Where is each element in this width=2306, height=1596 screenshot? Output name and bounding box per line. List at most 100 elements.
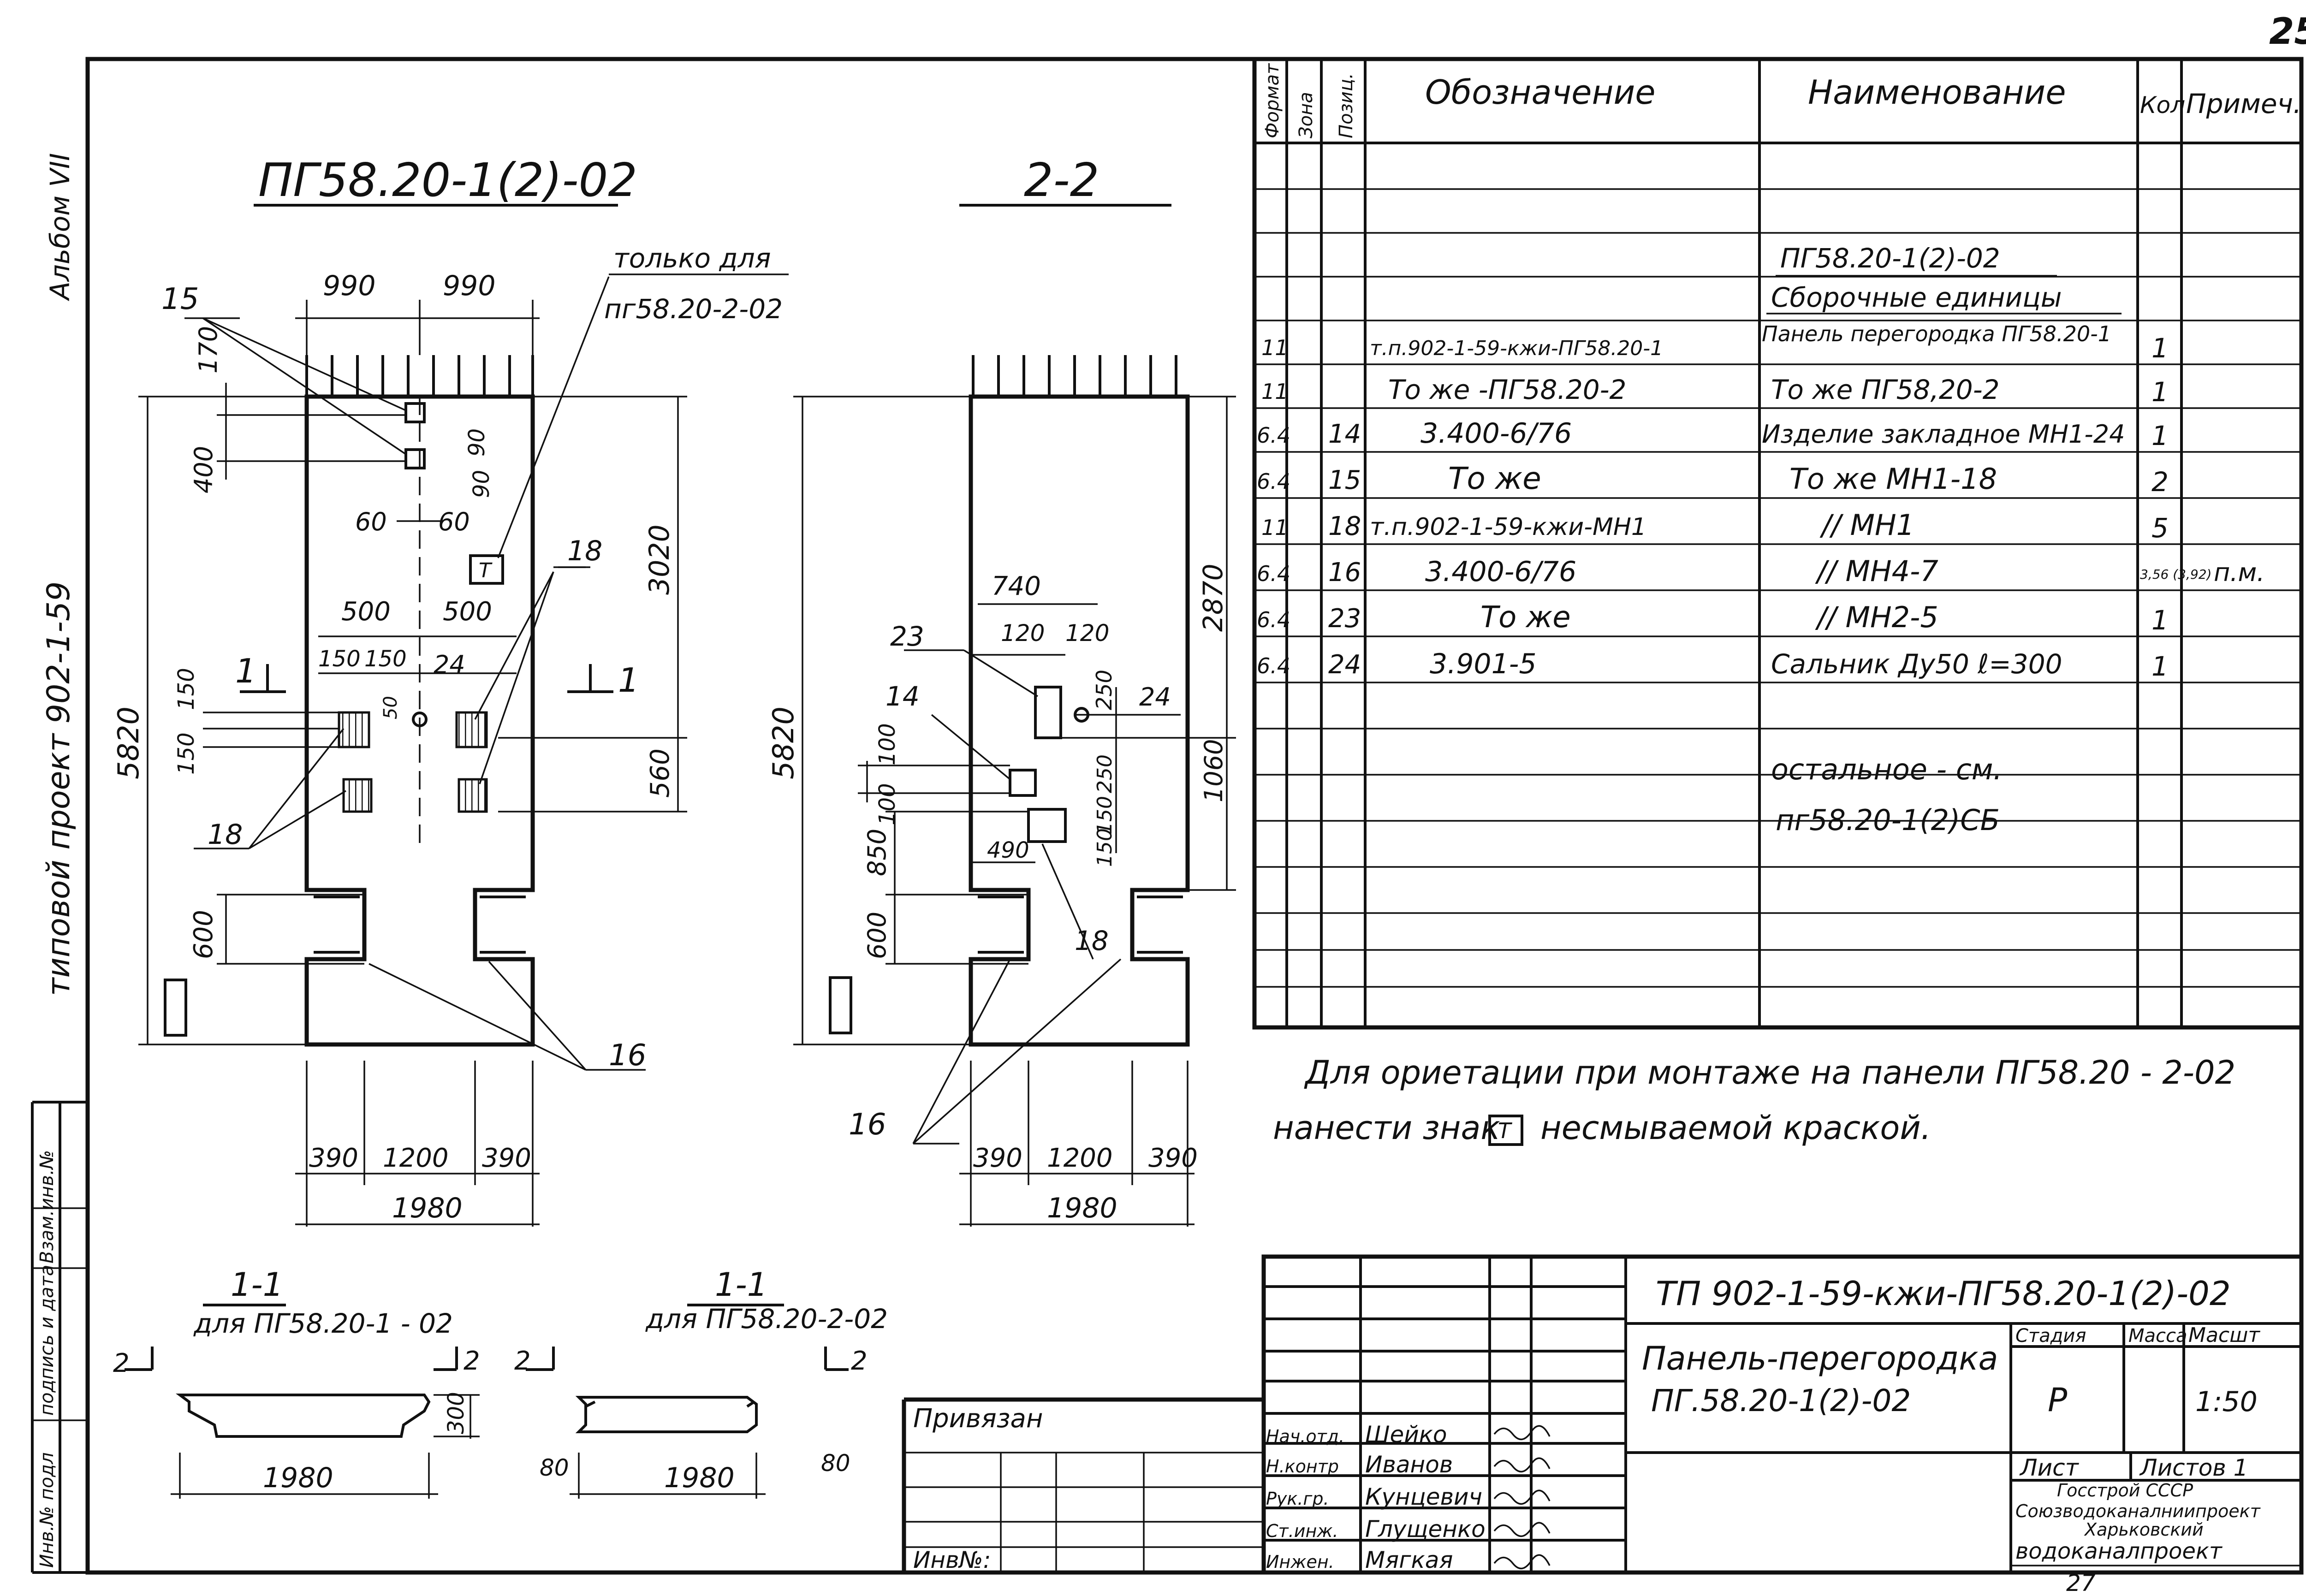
- sec11b-title: 1-1: [715, 1266, 767, 1304]
- r-dim-150b: 150: [1093, 828, 1117, 867]
- r-dim-150: 150: [1093, 796, 1117, 835]
- svg-text:6.4: 6.4: [1257, 607, 1290, 632]
- svg-text:16: 16: [1328, 558, 1361, 587]
- dim-60b: 60: [438, 507, 470, 536]
- r-dim-1060: 1060: [1199, 739, 1228, 802]
- svg-text:То же МН1-18: То же МН1-18: [1789, 462, 1997, 496]
- t-mark-note: Т: [1498, 1118, 1513, 1143]
- svg-text:6.4: 6.4: [1257, 653, 1290, 678]
- svg-text:23: 23: [1328, 604, 1361, 634]
- dim-150c: 150: [173, 668, 199, 710]
- r-dim-120a: 120: [1001, 620, 1045, 647]
- sec11a-title: 1-1: [231, 1266, 283, 1304]
- only-for-note-1: только для: [613, 243, 771, 274]
- dim-170: 170: [194, 326, 223, 374]
- pos-24: 24: [434, 650, 465, 679]
- r-dim-250a: 250: [1092, 670, 1117, 710]
- panel-section-2-2: 740 120 120 250 2870 5820 100 100 250 15…: [767, 355, 1236, 1227]
- tb-scale-h: Масшт: [2188, 1323, 2260, 1347]
- svg-text:15: 15: [1328, 465, 1361, 495]
- svg-text:// МН4-7: // МН4-7: [1815, 554, 1938, 588]
- dim-1200: 1200: [383, 1143, 449, 1173]
- dim-150a: 150: [318, 646, 361, 672]
- tb-name-0: Шейко: [1365, 1421, 1447, 1448]
- svg-text:То же ПГ58,20-2: То же ПГ58,20-2: [1771, 374, 2000, 405]
- rest-note-2: пг58.20-1(2)СБ: [1776, 803, 2000, 837]
- tb-role-0: Нач.отд.: [1266, 1426, 1344, 1447]
- tb-scale: 1:50: [2195, 1386, 2258, 1418]
- dim-5820: 5820: [112, 706, 145, 779]
- svg-text:3.400-6/76: 3.400-6/76: [1420, 417, 1572, 450]
- signatures: [1493, 1425, 1551, 1569]
- r-dim-390b: 390: [1148, 1143, 1198, 1173]
- dim-150d: 150: [173, 732, 199, 775]
- dim-60a: 60: [355, 507, 387, 536]
- panel-elevation-left: Т: [112, 270, 687, 1227]
- hdr-designation: Обозначение: [1425, 73, 1656, 112]
- svg-text:1: 1: [2151, 376, 2169, 408]
- section-2-2-title: 2-2: [1024, 153, 1099, 207]
- cut-2c: 2: [514, 1346, 531, 1376]
- sec-dim-80a: 80: [540, 1454, 569, 1481]
- pos-16: 16: [609, 1038, 646, 1073]
- dim-600: 600: [189, 910, 219, 959]
- dim-500b: 500: [443, 597, 492, 627]
- tb-role-3: Ст.инж.: [1266, 1521, 1338, 1541]
- project-label: типовой проект 902-1-59: [41, 581, 77, 996]
- svg-text:3.901-5: 3.901-5: [1430, 648, 1537, 680]
- dim-560: 560: [645, 748, 675, 798]
- only-for-note-2: пг58.20-2-02: [604, 293, 783, 325]
- r-pos-16: 16: [849, 1108, 886, 1142]
- spec-row: 11 То же -ПГ58.20-2 То же ПГ58,20-2 1: [1261, 374, 2169, 408]
- svg-text:11: 11: [1261, 515, 1289, 540]
- bottom-page-number: 27: [2066, 1570, 2096, 1596]
- tb-name-2b: Кунцевич: [1365, 1483, 1482, 1510]
- tb-org-2: Союзводоканалниипроект: [2015, 1501, 2261, 1521]
- tb-role-1: Н.контр: [1266, 1456, 1339, 1477]
- svg-text:Сальник Ду50 ℓ=300: Сальник Ду50 ℓ=300: [1771, 648, 2062, 680]
- note-line-2a: нанести знак: [1273, 1109, 1500, 1147]
- svg-text:То же: То же: [1480, 600, 1571, 635]
- sec-dim-300: 300: [443, 1392, 469, 1434]
- album-label: Альбом VII: [44, 153, 76, 302]
- t-mark-left: Т: [479, 559, 493, 582]
- tb-role-4: Инжен.: [1266, 1552, 1334, 1572]
- dim-90a: 90: [464, 428, 490, 457]
- r-pos-18: 18: [1075, 925, 1109, 956]
- vzam-inv-label: Взам.инв.№: [36, 1150, 58, 1264]
- svg-text:п.м.: п.м.: [2214, 558, 2264, 587]
- rest-note-1: остальное - см.: [1771, 753, 2002, 786]
- cut-2b: 2: [464, 1346, 480, 1376]
- sheet-number: 25: [2269, 11, 2306, 53]
- svg-text:2: 2: [2151, 466, 2169, 498]
- note-line-1: Для ориетации при монтаже на панели ПГ58…: [1304, 1054, 2235, 1092]
- tb-org-1: Госстрой СССР: [2057, 1480, 2193, 1501]
- r-dim-100b: 100: [874, 783, 900, 825]
- main-view-title: ПГ58.20-1(2)-02: [258, 153, 637, 207]
- r-dim-1980: 1980: [1047, 1192, 1117, 1224]
- r-dim-100a: 100: [874, 723, 900, 765]
- svg-text:т.п.902-1-59-кжи-МН1: т.п.902-1-59-кжи-МН1: [1370, 513, 1646, 541]
- spec-row: 6.4 14 3.400-6/76 Изделие закладное МН1-…: [1257, 417, 2169, 451]
- spec-row: 6.4 15 То же То же МН1-18 2: [1257, 461, 2169, 498]
- spec-row: 6.4 24 3.901-5 Сальник Ду50 ℓ=300 1: [1257, 648, 2169, 682]
- svg-text:18: 18: [1328, 511, 1361, 541]
- sec-dim-1980b: 1980: [664, 1462, 735, 1494]
- tb-code: ТП 902-1-59-кжи-ПГ58.20-1(2)-02: [1656, 1274, 2231, 1313]
- dim-400: 400: [189, 446, 218, 493]
- dim-500a: 500: [341, 597, 391, 627]
- svg-text:// МН2-5: // МН2-5: [1815, 600, 1938, 634]
- hdr-qty: Кол: [2140, 92, 2185, 119]
- r-dim-490: 490: [987, 837, 1029, 863]
- r-dim-390a: 390: [973, 1143, 1022, 1173]
- dim-90b: 90: [469, 470, 494, 498]
- svg-text:6.4: 6.4: [1257, 561, 1290, 586]
- svg-text:Панель перегородка ПГ58.20-1: Панель перегородка ПГ58.20-1: [1762, 321, 2111, 346]
- svg-text:// МН1: // МН1: [1819, 508, 1914, 542]
- tb-sheet-h: Лист: [2019, 1454, 2080, 1481]
- tb-stage-h: Стадия: [2015, 1325, 2086, 1347]
- svg-text:т.п.902-1-59-кжи-ПГ58.20-1: т.п.902-1-59-кжи-ПГ58.20-1: [1370, 337, 1663, 360]
- hdr-note: Примеч.: [2186, 88, 2301, 119]
- tb-mass-h: Масса: [2128, 1325, 2187, 1347]
- cut-2a: 2: [113, 1348, 130, 1378]
